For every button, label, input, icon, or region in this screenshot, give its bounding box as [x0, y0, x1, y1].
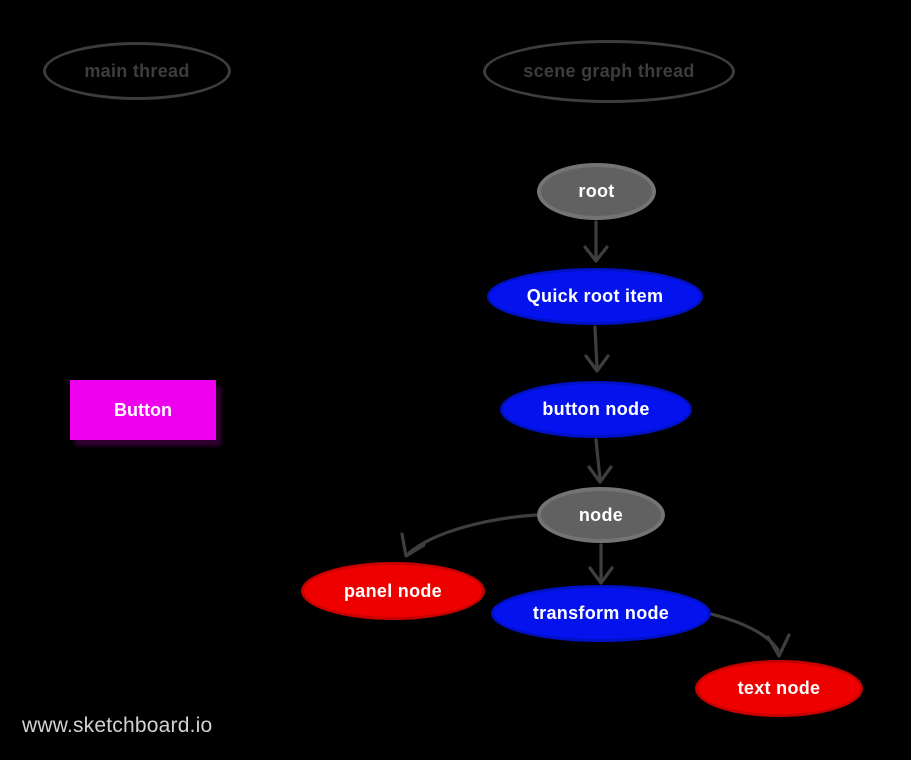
node-root-label: root [578, 181, 615, 201]
button-shape[interactable]: Button [70, 380, 216, 440]
node-button-node-label: button node [542, 399, 650, 419]
node-panel-node-label: panel node [343, 580, 442, 601]
node-text-node-label: text node [737, 678, 821, 698]
edge-root-to-quick-root-item [583, 220, 609, 263]
lane-scene-graph-thread-label: scene graph thread [523, 61, 695, 81]
edge-node-to-transform-node [588, 543, 614, 585]
edge-transform-node-to-text-node [709, 612, 791, 658]
sketchboard-watermark: www.sketchboard.io [22, 714, 213, 737]
edge-button-node-to-node [587, 438, 613, 484]
edge-quick-root-item-to-button-node [584, 325, 610, 373]
node-node-label: node [578, 504, 624, 525]
node-root[interactable]: root [537, 163, 656, 220]
node-quick-root-item[interactable]: Quick root item [487, 268, 703, 325]
node-node[interactable]: node [537, 487, 665, 543]
node-button-node[interactable]: button node [500, 381, 692, 438]
node-quick-root-item-label: Quick root item [526, 286, 664, 306]
edge-node-to-panel-node [400, 513, 538, 558]
node-transform-node-label: transform node [532, 603, 670, 623]
lane-main-thread-label: main thread [84, 60, 190, 81]
lane-main-thread[interactable]: main thread [43, 42, 231, 100]
lane-scene-graph-thread[interactable]: scene graph thread [483, 40, 735, 103]
button-shape-label: Button [114, 399, 172, 420]
node-transform-node[interactable]: transform node [491, 585, 711, 642]
node-text-node[interactable]: text node [695, 660, 863, 717]
node-panel-node[interactable]: panel node [301, 562, 485, 620]
